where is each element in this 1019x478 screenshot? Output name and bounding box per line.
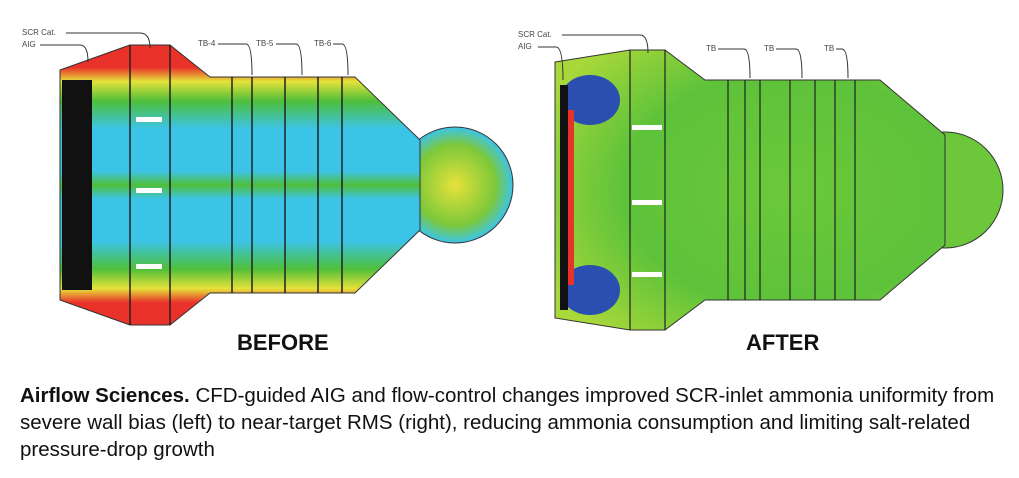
before-title: BEFORE: [237, 330, 329, 355]
caption-text: CFD-guided AIG and flow-control changes …: [20, 384, 995, 461]
after-aig-label: AIG: [518, 42, 532, 51]
before-scr-label: SCR Cat.: [22, 28, 56, 37]
caption-lead: Airflow Sciences.: [20, 384, 190, 407]
before-duct: [59, 44, 421, 326]
before-tb4-label: TB-4: [198, 39, 216, 48]
figure-caption: Airflow Sciences. CFD-guided AIG and flo…: [20, 382, 1010, 463]
before-tb6-label: TB-6: [314, 39, 332, 48]
after-scr-label: SCR Cat.: [518, 30, 552, 39]
after-tb2-label: TB: [764, 44, 775, 53]
before-model: [40, 32, 514, 326]
cfd-diagram: [40, 32, 1004, 331]
after-model: [538, 34, 1004, 331]
before-aig-grid: [62, 80, 92, 290]
before-tb5-label: TB-5: [256, 39, 274, 48]
after-tb3-label: TB: [824, 44, 835, 53]
after-tb1-label: TB: [706, 44, 717, 53]
after-title: AFTER: [746, 330, 820, 355]
before-aig-label: AIG: [22, 40, 36, 49]
